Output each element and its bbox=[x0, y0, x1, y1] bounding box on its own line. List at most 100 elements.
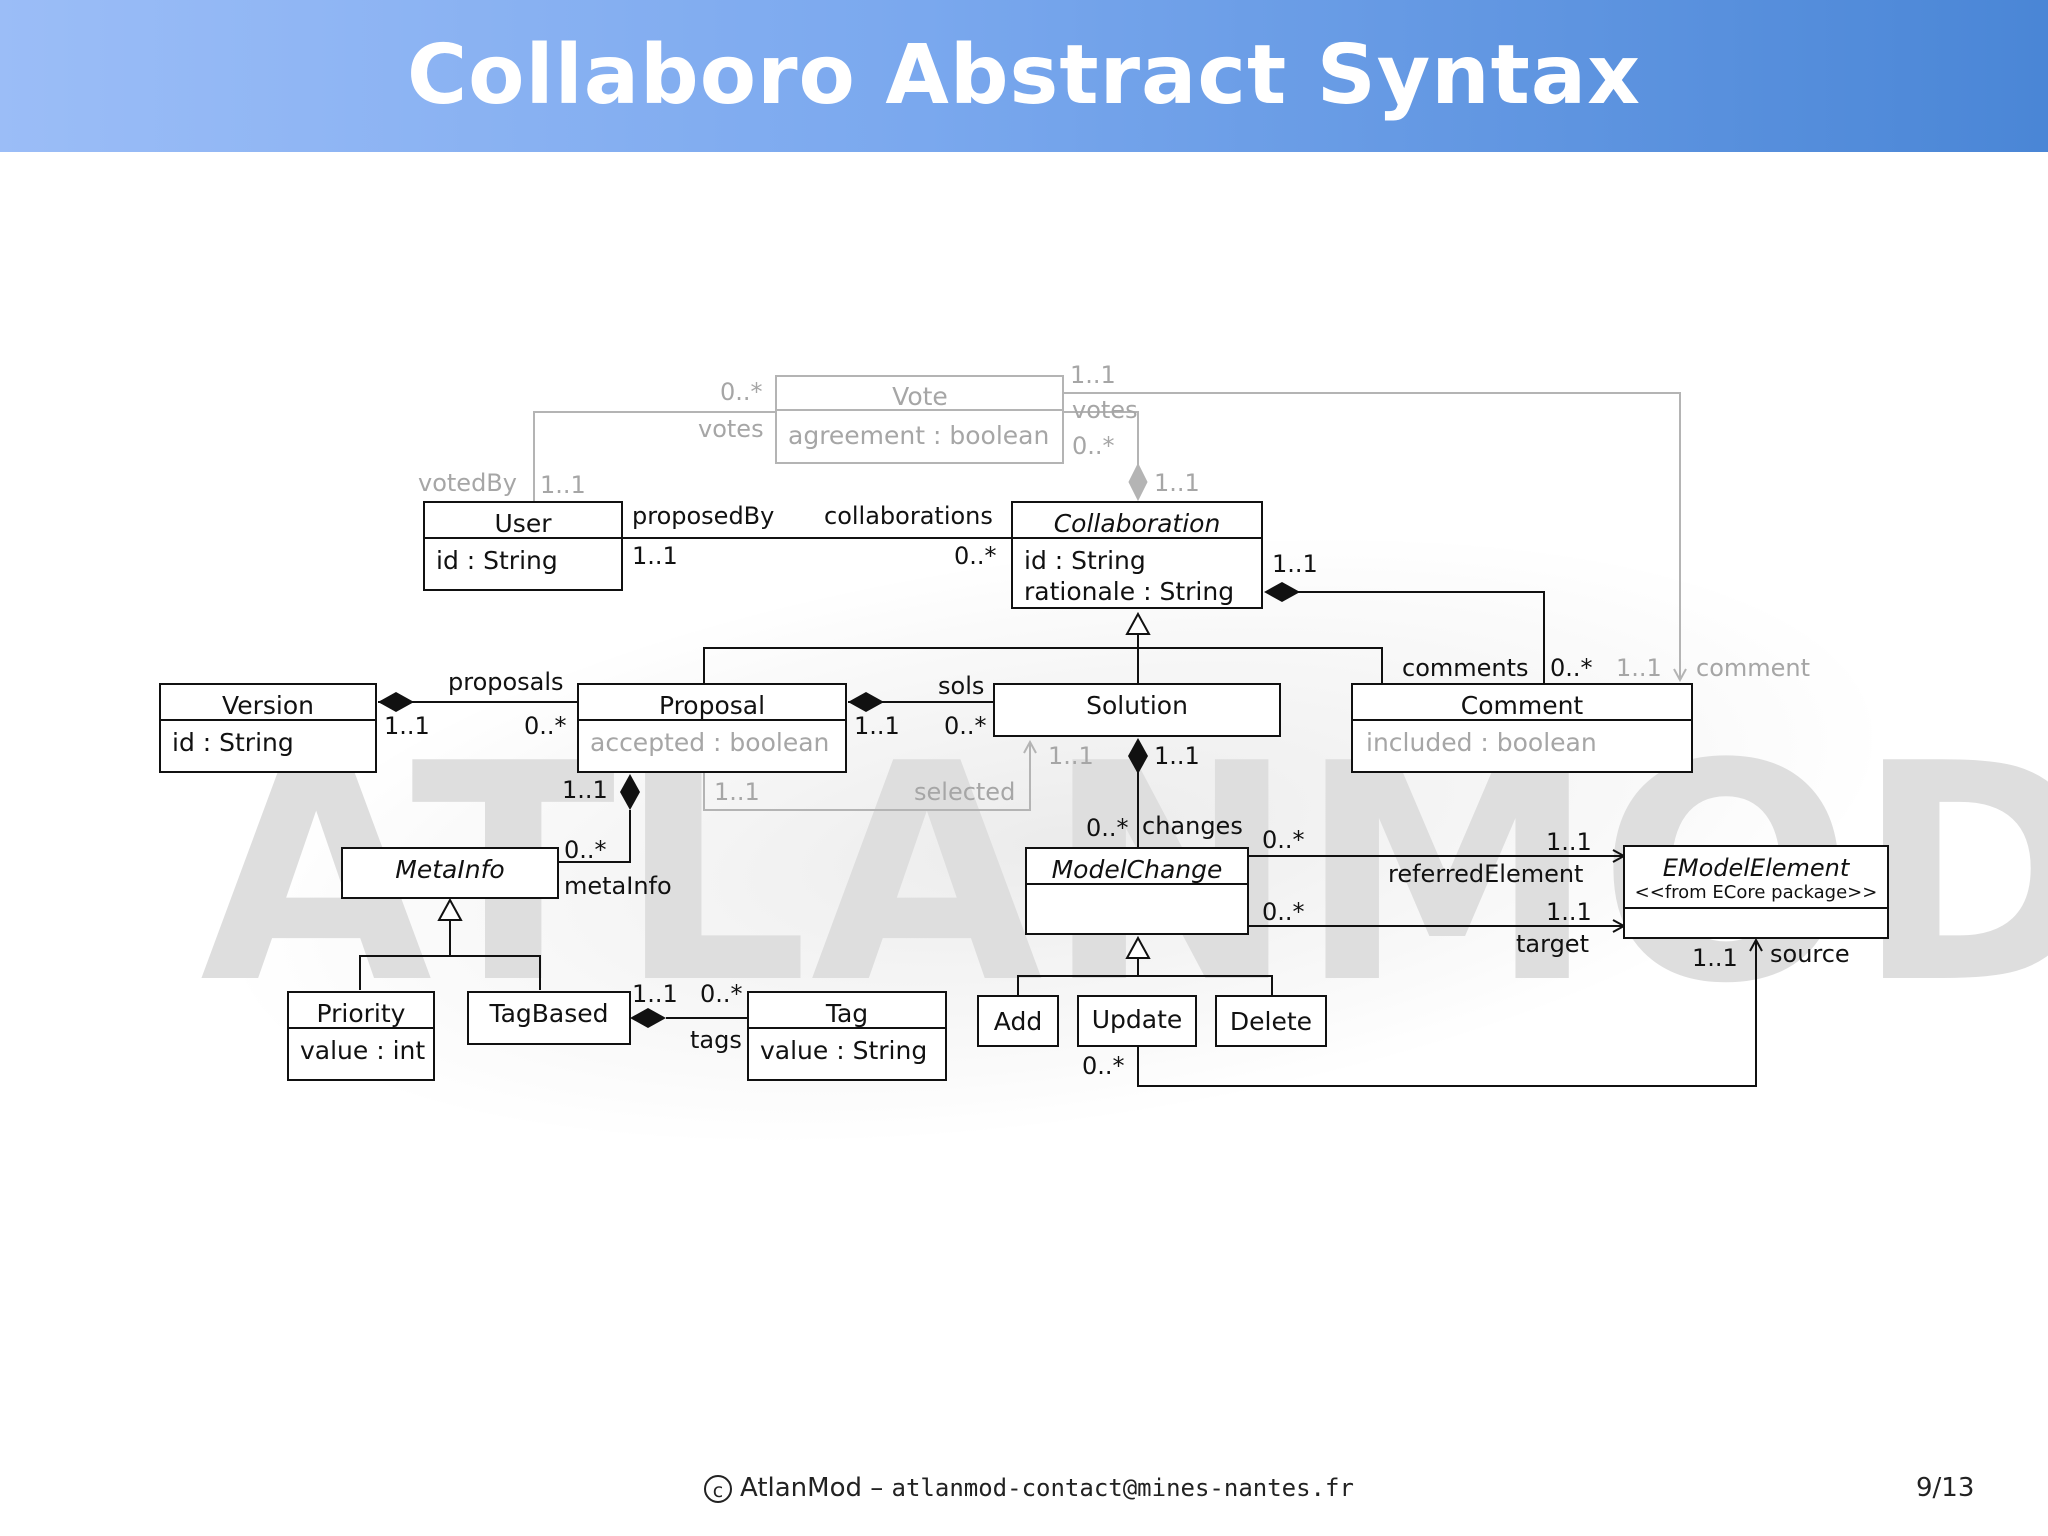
class-user bbox=[423, 501, 623, 591]
generalization-triangle-modelchange bbox=[1125, 935, 1151, 959]
class-priority-name: Priority bbox=[317, 999, 406, 1028]
class-solution-name: Solution bbox=[1086, 691, 1188, 720]
label-target-tgt-mult: 1..1 bbox=[1546, 898, 1592, 926]
generalization-collab-branches bbox=[703, 647, 1383, 684]
label-version-mult: 1..1 bbox=[384, 712, 430, 740]
proposal-metainfo-diamond bbox=[620, 774, 640, 810]
label-vote-right-role: votes bbox=[1072, 396, 1138, 424]
class-tagbased bbox=[467, 991, 631, 1045]
class-collaboration-attr-id: id : String bbox=[1024, 546, 1146, 575]
label-comments-role: comments bbox=[1402, 654, 1529, 682]
class-metainfo-name: MetaInfo bbox=[395, 855, 504, 884]
label-proposal-sols-mult: 1..1 bbox=[854, 712, 900, 740]
class-comment-attr: included : boolean bbox=[1366, 728, 1597, 757]
label-vote-left-role: votes bbox=[698, 415, 764, 443]
collab-comment-diamond bbox=[1264, 582, 1300, 602]
label-proposedby-role: proposedBy bbox=[632, 502, 774, 530]
label-metainfo-role: metaInfo bbox=[564, 872, 672, 900]
class-collaboration-name: Collaboration bbox=[1054, 509, 1221, 538]
class-delete bbox=[1215, 995, 1327, 1047]
light-connectors bbox=[533, 392, 1680, 811]
label-votedby-mult: 1..1 bbox=[540, 471, 586, 499]
label-collaborations-role: collaborations bbox=[824, 502, 993, 530]
class-priority-attr: value : int bbox=[300, 1036, 425, 1065]
generalization-metainfo bbox=[359, 920, 541, 990]
class-version-name: Version bbox=[222, 691, 314, 720]
class-vote bbox=[775, 375, 1064, 464]
class-tagbased-name: TagBased bbox=[488, 999, 608, 1028]
vote-collab-diamond-light bbox=[1128, 462, 1148, 502]
label-vote-right-mult: 0..* bbox=[1072, 432, 1115, 460]
class-tag-attr: value : String bbox=[760, 1036, 927, 1065]
generalization-triangle-metainfo bbox=[437, 897, 463, 921]
class-comment-name: Comment bbox=[1461, 691, 1584, 720]
class-version bbox=[159, 683, 377, 773]
class-modelchange bbox=[1025, 847, 1249, 935]
label-referred-tgt-mult: 1..1 bbox=[1546, 828, 1592, 856]
footer: c AtlanMod – atlanmod-contact@mines-nante… bbox=[0, 1473, 2048, 1513]
generalization-triangle-collab bbox=[1125, 611, 1151, 635]
label-referred-role: referredElement bbox=[1388, 860, 1583, 888]
label-target-role: target bbox=[1516, 930, 1589, 958]
class-proposal-name: Proposal bbox=[659, 691, 765, 720]
label-metainfo-mult: 0..* bbox=[564, 836, 607, 864]
label-proposals-mult: 0..* bbox=[524, 712, 567, 740]
label-comment-role: comment bbox=[1696, 654, 1810, 682]
label-source-role: source bbox=[1770, 940, 1850, 968]
vote-comment-link bbox=[1063, 392, 1680, 680]
label-target-src-mult: 0..* bbox=[1262, 898, 1305, 926]
version-proposal-diamond bbox=[378, 692, 414, 712]
class-tag bbox=[747, 991, 947, 1081]
label-sols-mult: 0..* bbox=[944, 712, 987, 740]
class-priority bbox=[287, 991, 435, 1081]
label-proposal-metainfo-mult: 1..1 bbox=[562, 776, 608, 804]
label-changes-role: changes bbox=[1142, 812, 1243, 840]
footer-credit: c AtlanMod – atlanmod-contact@mines-nante… bbox=[704, 1473, 1354, 1503]
label-comment-target-mult: 1..1 bbox=[1616, 654, 1662, 682]
footer-email: atlanmod-contact@mines-nantes.fr bbox=[891, 1474, 1354, 1502]
label-vote-right-top-mult: 1..1 bbox=[1070, 361, 1116, 389]
label-votedby-role: votedBy bbox=[418, 469, 517, 497]
class-solution bbox=[993, 683, 1281, 737]
footer-org: AtlanMod – bbox=[740, 1473, 892, 1503]
vote-voter-link bbox=[533, 411, 776, 502]
generalization-modelchange bbox=[1017, 958, 1273, 996]
dark-connectors bbox=[359, 537, 1756, 1087]
header-bar: Collaboro Abstract Syntax bbox=[0, 0, 2048, 152]
label-tags-role: tags bbox=[690, 1026, 742, 1054]
proposal-metainfo-link bbox=[558, 810, 631, 863]
page-title: Collaboro Abstract Syntax bbox=[406, 28, 1642, 123]
label-vote-left-mult: 0..* bbox=[720, 378, 763, 406]
class-proposal-attr: accepted : boolean bbox=[590, 728, 829, 757]
class-collaboration bbox=[1011, 501, 1263, 609]
label-vote-collab-mult: 1..1 bbox=[1154, 469, 1200, 497]
label-comments-mult: 0..* bbox=[1550, 654, 1593, 682]
class-add bbox=[977, 995, 1059, 1047]
label-collab-comment-mult: 1..1 bbox=[1272, 550, 1318, 578]
class-version-attr: id : String bbox=[172, 728, 294, 757]
label-selected-role: selected bbox=[914, 778, 1015, 806]
proposal-solution-diamond bbox=[848, 692, 884, 712]
class-emodelelement-name: EModelElement bbox=[1663, 854, 1851, 882]
copyright-icon: c bbox=[704, 1474, 732, 1503]
label-selected-solution-mult: 1..1 bbox=[1048, 742, 1094, 770]
class-collaboration-attr-rationale: rationale : String bbox=[1024, 577, 1234, 606]
class-add-name: Add bbox=[994, 1007, 1042, 1036]
class-update bbox=[1077, 995, 1197, 1047]
class-tag-name: Tag bbox=[825, 999, 868, 1028]
class-vote-attr: agreement : boolean bbox=[788, 421, 1049, 450]
selected-link bbox=[703, 742, 1030, 811]
label-selected-proposal-mult: 1..1 bbox=[714, 778, 760, 806]
label-proposals-role: proposals bbox=[448, 668, 564, 696]
class-user-attr: id : String bbox=[436, 546, 558, 575]
vote-collab-link bbox=[1063, 411, 1139, 470]
label-changes-mult: 0..* bbox=[1086, 814, 1129, 842]
class-comment bbox=[1351, 683, 1693, 773]
class-metainfo bbox=[341, 847, 559, 899]
label-update-src-mult: 0..* bbox=[1082, 1052, 1125, 1080]
label-tags-src-mult: 1..1 bbox=[632, 980, 678, 1008]
label-source-mult: 1..1 bbox=[1692, 944, 1738, 972]
label-proposedby-mult: 1..1 bbox=[632, 542, 678, 570]
class-user-name: User bbox=[495, 509, 553, 538]
